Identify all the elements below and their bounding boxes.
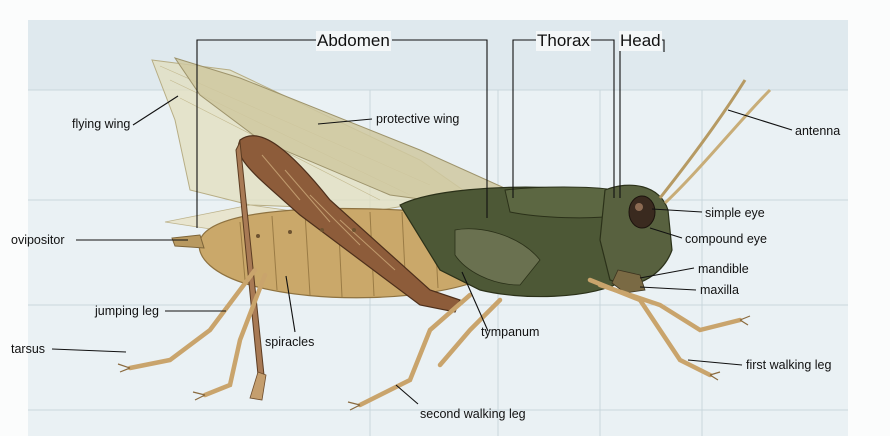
- label-thorax: Thorax: [536, 31, 591, 51]
- label-first-walking-leg: first walking leg: [746, 358, 831, 372]
- label-mandible: mandible: [698, 262, 749, 276]
- label-maxilla: maxilla: [700, 283, 739, 297]
- label-ovipositor: ovipositor: [11, 233, 65, 247]
- compound-eye-shape: [629, 196, 655, 228]
- label-tympanum: tympanum: [481, 325, 539, 339]
- label-simple-eye: simple eye: [705, 206, 765, 220]
- label-jumping-leg: jumping leg: [95, 304, 159, 318]
- label-head: Head: [619, 31, 662, 51]
- label-antenna: antenna: [795, 124, 840, 138]
- antenna-shape: [660, 80, 745, 198]
- label-protective-wing: protective wing: [376, 112, 459, 126]
- label-abdomen: Abdomen: [316, 31, 391, 51]
- label-compound-eye: compound eye: [685, 232, 767, 246]
- label-flying-wing: flying wing: [72, 117, 130, 131]
- label-spiracles: spiracles: [265, 335, 314, 349]
- label-second-walking-leg: second walking leg: [420, 407, 526, 421]
- label-tarsus: tarsus: [11, 342, 45, 356]
